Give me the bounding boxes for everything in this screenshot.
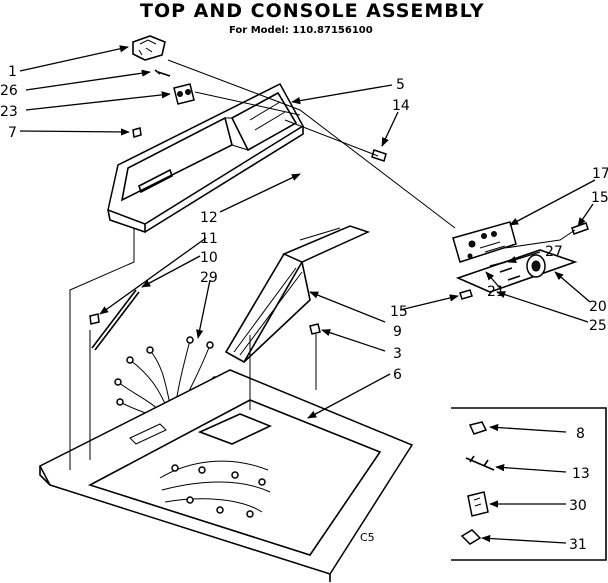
part-15-screw-upper	[571, 222, 589, 235]
callout-13: 13	[572, 466, 590, 482]
inset-box	[451, 407, 607, 561]
part-14-screw	[371, 149, 387, 162]
part-3-screw	[309, 323, 321, 335]
part-13-bracket	[465, 455, 495, 471]
callout-5: 5	[396, 77, 405, 93]
part-7-screw	[132, 127, 142, 138]
part-26-screw	[154, 69, 171, 77]
part-6-top-panel	[38, 369, 414, 582]
part-1-switch	[132, 35, 166, 61]
callout-labels: 1 26 23 7 5 14 12 11 10 29 17 15 27 21 2…	[0, 64, 608, 553]
callout-8: 8	[576, 426, 585, 442]
callout-10: 10	[200, 250, 218, 266]
callout-23: 23	[0, 104, 18, 120]
callout-20: 20	[589, 299, 607, 315]
callout-11: 11	[200, 231, 218, 247]
callout-9: 9	[393, 324, 402, 340]
alignment-lines	[69, 59, 576, 470]
callout-3: 3	[393, 346, 402, 362]
callout-26: 26	[0, 83, 18, 99]
part-30-receptacle	[467, 491, 489, 517]
model-number: For Model: 110.87156100	[229, 25, 373, 36]
part-8-clip	[468, 421, 488, 435]
diagram-title: TOP AND CONSOLE ASSEMBLY	[140, 0, 485, 22]
callout-27: 27	[545, 244, 563, 260]
callout-29: 29	[200, 270, 218, 286]
part-10-rod	[91, 289, 140, 351]
part-17-control-bracket	[452, 221, 517, 263]
callout-31: 31	[569, 537, 587, 553]
callout-12: 12	[200, 210, 218, 226]
part-9-lint-duct	[224, 225, 371, 364]
callout-30: 30	[569, 498, 587, 514]
leader-lines	[19, 45, 596, 544]
callout-7: 7	[8, 125, 17, 141]
part-23-connector	[173, 83, 195, 105]
diagram-code: C5	[360, 531, 375, 544]
callout-1: 1	[8, 64, 17, 80]
callout-21: 21	[487, 284, 505, 300]
callout-14: 14	[392, 98, 410, 114]
callout-17: 17	[592, 166, 608, 182]
part-15-screw-lower	[459, 289, 473, 300]
part-11-screw	[89, 313, 100, 325]
callout-15-lower: 15	[390, 304, 408, 320]
part-31-bracket	[460, 529, 482, 545]
callout-6: 6	[393, 367, 402, 383]
part-5-console	[107, 83, 304, 234]
callout-15-upper: 15	[591, 190, 608, 206]
callout-25: 25	[589, 318, 607, 334]
